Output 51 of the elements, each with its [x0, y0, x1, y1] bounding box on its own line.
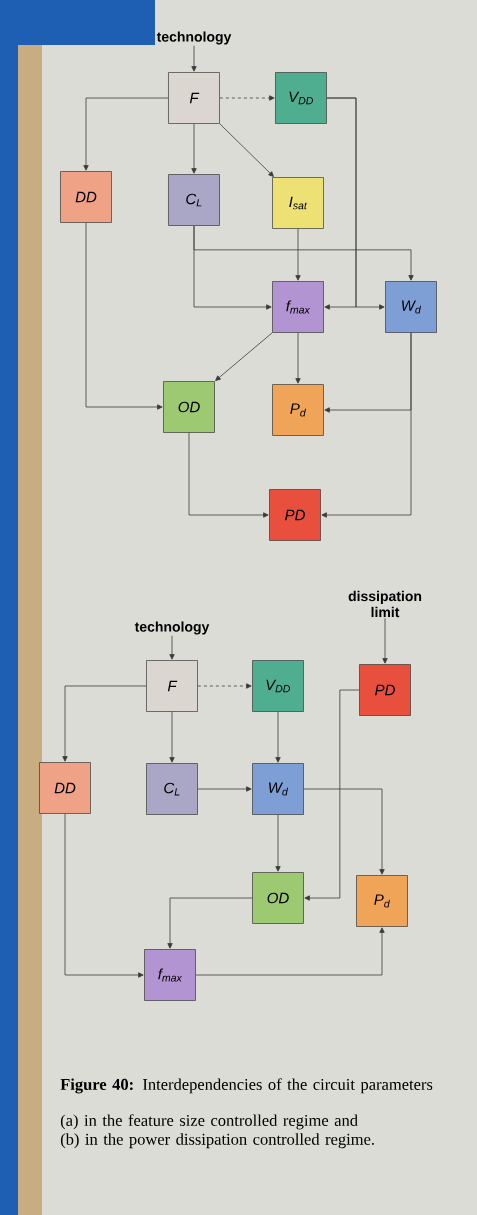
parameter-box: F — [146, 660, 198, 712]
arrow — [85, 222, 163, 410]
parameter-box: F — [168, 72, 220, 124]
arrow — [193, 225, 414, 281]
arrow — [195, 927, 385, 976]
parameter-box: DD — [60, 171, 112, 223]
parameter-box: V$_{DD}$ — [252, 660, 304, 712]
arrow — [83, 97, 169, 171]
arrow — [295, 332, 301, 384]
arrow — [303, 788, 385, 875]
parameter-box: V$_{DD}$ — [275, 72, 327, 124]
caption-line: (a) in the feature size controlled regime and — [60, 1114, 358, 1130]
arrow — [169, 635, 175, 660]
arrow — [197, 683, 252, 689]
arrow — [295, 228, 301, 281]
parameter-box: OD — [163, 381, 215, 433]
parameter-box: OD — [252, 872, 304, 924]
arrow — [219, 123, 274, 177]
arrow — [64, 813, 144, 978]
parameter-box: f$_{max}$ — [144, 949, 196, 1001]
arrow — [191, 45, 197, 72]
arrow — [169, 711, 175, 763]
arrow — [275, 711, 281, 763]
input-label: dissipation limit — [348, 590, 422, 618]
arrow — [167, 897, 253, 949]
parameter-box: f$_{max}$ — [272, 281, 324, 333]
caption-line: (b) in the power dissipation controlled regime. — [60, 1133, 374, 1149]
figure-caption: Figure 40: Interdependencies of the circuit parameters — [60, 1078, 433, 1094]
arrow — [191, 123, 197, 174]
parameter-box: P$_{d}$ — [272, 384, 324, 436]
input-label: technology — [134, 621, 210, 635]
parameter-box: I$_{sat}$ — [272, 177, 324, 229]
parameter-box: P$_{d}$ — [356, 875, 408, 927]
parameter-box: DD — [39, 762, 91, 814]
arrow — [197, 786, 252, 792]
parameter-box: W$_{d}$ — [252, 763, 304, 815]
arrow — [321, 332, 412, 518]
parameter-box: PD — [359, 664, 411, 716]
arrow — [304, 689, 360, 901]
arrow — [188, 432, 269, 518]
arrow — [215, 332, 273, 381]
arrow — [382, 617, 388, 664]
parameter-box: PD — [269, 489, 321, 541]
arrow — [326, 97, 385, 310]
parameter-box: W$_{d}$ — [385, 281, 437, 333]
input-label: technology — [156, 31, 232, 45]
parameter-box: C$_{L}$ — [146, 763, 198, 815]
arrow — [219, 95, 275, 101]
arrow — [275, 814, 281, 872]
parameter-box: C$_{L}$ — [168, 174, 220, 226]
arrow — [62, 685, 147, 762]
